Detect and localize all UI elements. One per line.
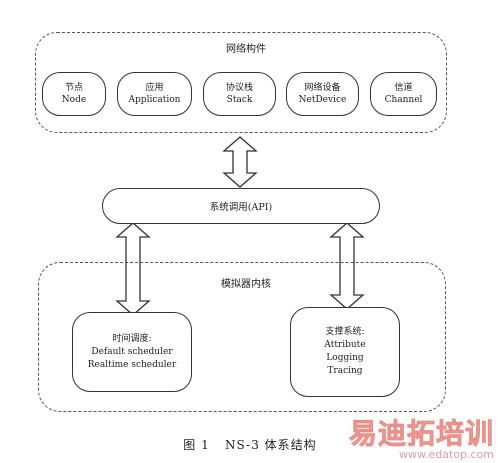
- support-line-logging: Logging: [326, 353, 364, 363]
- scheduler-title: 时间调度:: [112, 333, 152, 344]
- kernel-title: 模拟器内核: [221, 279, 271, 290]
- watermark: 易迪拓培训 www.edatop.com: [349, 412, 494, 461]
- watermark-text: 易迪拓培训: [348, 417, 494, 451]
- api-bar: 系统调用(API): [102, 188, 380, 224]
- component-application: 应用 Application: [117, 72, 192, 116]
- scheduler-box: 时间调度: Default scheduler Realtime schedul…: [72, 312, 192, 392]
- component-channel: 信道 Channel: [370, 72, 437, 116]
- component-netdevice-zh: 网络设备: [304, 83, 341, 93]
- network-components-group: [35, 32, 447, 133]
- watermark-url: www.edatop.com: [399, 448, 494, 461]
- component-application-en: Application: [128, 95, 181, 105]
- kernel-group: [38, 262, 446, 412]
- support-title: 支撑系统:: [325, 327, 365, 337]
- component-application-zh: 应用: [145, 83, 164, 93]
- component-node-en: Node: [61, 95, 87, 105]
- scheduler-line-default: Default scheduler: [91, 346, 173, 357]
- component-stack-zh: 协议栈: [225, 83, 253, 93]
- caption-prefix: 图 1: [183, 438, 210, 452]
- support-line-attribute: Attribute: [324, 340, 366, 350]
- network-components-title: 网络构件: [226, 44, 266, 55]
- support-line-tracing: Tracing: [327, 366, 363, 376]
- caption-text: NS-3 体系结构: [225, 438, 317, 452]
- component-node: 节点 Node: [42, 72, 106, 116]
- figure-caption: 图 1 NS-3 体系结构: [0, 436, 500, 453]
- component-channel-en: Channel: [384, 95, 423, 105]
- support-system-box: 支撑系统: Attribute Logging Tracing: [290, 307, 400, 397]
- component-stack-en: Stack: [226, 95, 253, 105]
- component-netdevice: 网络设备 NetDevice: [286, 72, 359, 116]
- component-netdevice-en: NetDevice: [298, 95, 347, 105]
- double-arrow-top: [222, 136, 258, 188]
- api-label: 系统调用(API): [209, 202, 273, 213]
- component-node-zh: 节点: [64, 83, 83, 93]
- component-stack: 协议栈 Stack: [203, 72, 276, 116]
- component-channel-zh: 信道: [394, 83, 413, 93]
- scheduler-line-realtime: Realtime scheduler: [87, 359, 177, 370]
